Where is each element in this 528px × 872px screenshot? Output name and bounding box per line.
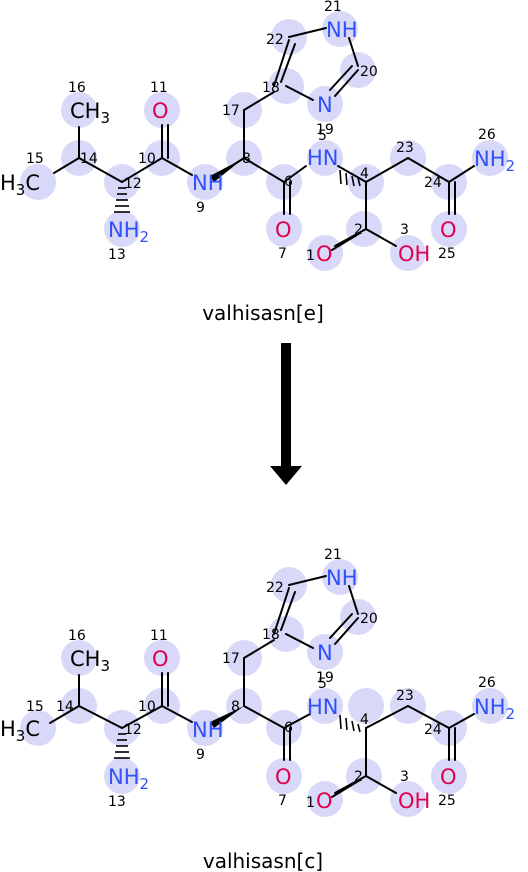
atom-number: 12 [124, 722, 142, 738]
atom-number: 19 [316, 670, 334, 686]
atom-label-o25: O [440, 218, 457, 242]
molecule-title-top: valhisasn[e] [202, 301, 324, 325]
atom-number: 19 [316, 122, 334, 138]
atom-label-o11: O [152, 647, 169, 671]
atom-number: 3 [400, 222, 409, 238]
atom-number: 23 [396, 140, 414, 156]
molecule-top: CH3 H3C O NH NH2 O HN O OH O NH2 N NH 1 … [0, 0, 515, 325]
molecule-bottom: CH3 H3C O NH NH2 O HN O OH O NH2 N NH 1 … [0, 547, 515, 872]
atom-number: 7 [278, 246, 287, 262]
atom-number: 10 [138, 151, 156, 167]
atom-number: 6 [284, 174, 293, 190]
atom-label-o7: O [275, 765, 292, 789]
atom-number: 2 [354, 222, 363, 238]
atom-label-nh2-26: NH2 [474, 147, 515, 175]
atom-label-o7: O [275, 218, 292, 242]
atom-number: 25 [438, 246, 456, 262]
atom-number: 1 [306, 795, 315, 811]
atom-label-ch3: CH3 [70, 99, 110, 127]
atom-number: 5 [318, 676, 327, 692]
atom-labels-bottom: CH3 H3C O NH NH2 O HN O OH O NH2 N NH [0, 566, 515, 813]
stereo-wedges-bottom [114, 706, 361, 759]
atom-number: 15 [26, 151, 44, 167]
stereo-wedges-top [114, 158, 361, 213]
atom-label-nh21: NH [326, 566, 358, 590]
atom-label-h3c: H3C [0, 171, 40, 199]
atom-number: 8 [242, 151, 251, 167]
bonds-bottom [49, 575, 475, 798]
atom-label-hn5: HN [307, 146, 339, 170]
atom-number: 14 [80, 151, 98, 167]
atom-number: 17 [222, 651, 240, 667]
atom-label-nh2-13: NH2 [108, 765, 149, 793]
atom-number: 8 [231, 699, 240, 715]
atom-labels-top: CH3 H3C O NH NH2 O HN O OH O NH2 N NH [0, 18, 515, 266]
atom-number: 3 [400, 769, 409, 785]
atom-number: 10 [138, 699, 156, 715]
atom-label-o25: O [440, 765, 457, 789]
atom-label-hn5: HN [307, 695, 339, 719]
atom-label-nh21: NH [326, 18, 358, 42]
atom-label-h3c: H3C [0, 717, 40, 745]
atom-label-n19: N [317, 641, 333, 665]
atom-number: 26 [478, 675, 496, 691]
atom-number: 17 [222, 103, 240, 119]
atom-number: 9 [196, 200, 205, 216]
atom-highlights-bottom [20, 559, 508, 817]
atom-number: 23 [396, 688, 414, 704]
atom-label-nh2-13: NH2 [108, 218, 149, 246]
atom-number: 22 [266, 32, 284, 48]
atom-number: 20 [360, 64, 378, 80]
atom-number: 11 [150, 628, 168, 644]
atom-label-nh9: NH [192, 171, 224, 195]
atom-number: 25 [438, 793, 456, 809]
atom-number: 21 [324, 547, 342, 563]
atom-number: 15 [26, 699, 44, 715]
atom-number: 18 [262, 80, 280, 96]
atom-label-o1: O [316, 242, 333, 266]
atom-number: 4 [360, 712, 369, 728]
atom-label-oh3: OH [398, 242, 430, 266]
atom-label-n19: N [317, 93, 333, 117]
atom-number: 6 [284, 720, 293, 736]
atom-numbers-bottom: 1 2 3 4 5 6 7 8 9 10 11 12 13 14 15 16 1… [26, 547, 496, 811]
atom-number: 20 [360, 611, 378, 627]
atom-number: 12 [124, 176, 142, 192]
atom-number: 4 [360, 166, 369, 182]
atom-label-nh9: NH [192, 718, 224, 742]
atom-number: 16 [68, 628, 86, 644]
atom-number: 13 [108, 794, 126, 810]
atom-label-o1: O [316, 789, 333, 813]
atom-highlights-top [20, 11, 508, 271]
atom-number: 5 [318, 128, 327, 144]
atom-number: 24 [424, 175, 442, 191]
atom-numbers-top: 1 2 3 4 5 6 7 8 9 10 11 12 13 14 15 16 1… [26, 0, 496, 264]
atom-number: 9 [196, 747, 205, 763]
atom-number: 7 [278, 793, 287, 809]
atom-label-o11: O [152, 99, 169, 123]
atom-number: 2 [354, 769, 363, 785]
molecule-title-bottom: valhisasn[c] [203, 849, 323, 872]
atom-number: 13 [108, 247, 126, 263]
atom-number: 26 [478, 127, 496, 143]
atom-number: 11 [150, 80, 168, 96]
atom-number: 24 [424, 722, 442, 738]
atom-label-nh2-26: NH2 [474, 695, 515, 723]
atom-number: 18 [262, 627, 280, 643]
atom-number: 1 [306, 248, 315, 264]
atom-number: 21 [324, 0, 342, 15]
atom-number: 14 [56, 699, 74, 715]
atom-label-oh3: OH [398, 789, 430, 813]
atom-number: 22 [266, 580, 284, 596]
reaction-arrow [270, 343, 302, 485]
atom-label-ch3: CH3 [70, 647, 110, 675]
atom-number: 16 [68, 80, 86, 96]
